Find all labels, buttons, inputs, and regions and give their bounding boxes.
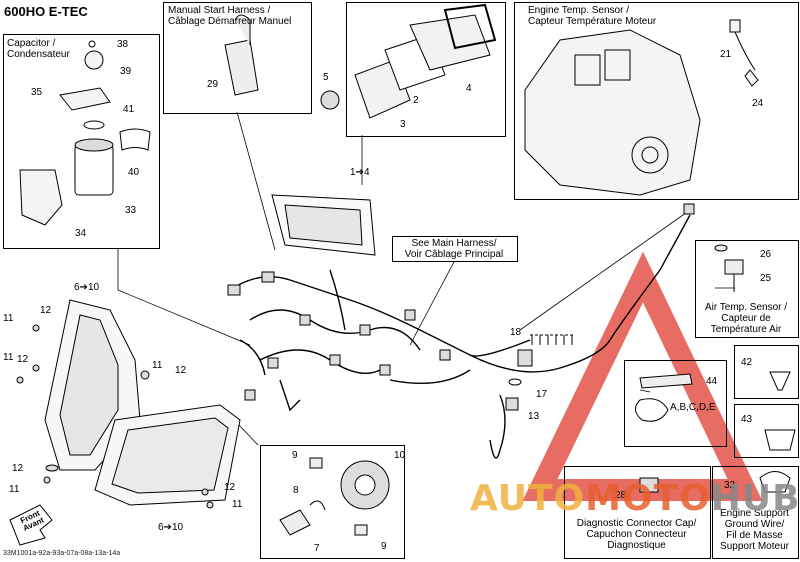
part-5: 5: [323, 72, 329, 83]
leader-lines: [117, 111, 735, 446]
instrument-cluster: [271, 194, 376, 256]
front-arrow: [9, 504, 53, 546]
grease-tube: [635, 373, 693, 422]
part-9-b: 9: [381, 541, 387, 552]
part-9-a: 9: [292, 450, 298, 461]
part-4: 4: [466, 83, 472, 94]
part-33: 33: [125, 205, 137, 216]
part-42: 42: [741, 357, 753, 368]
model-title: 600HO E-TEC: [4, 4, 88, 19]
air-temp-sensor: [714, 244, 744, 292]
engine-temp-label: Engine Temp. Sensor / Capteur Températur…: [528, 5, 657, 27]
part-7: 7: [314, 543, 320, 554]
part-25: 25: [760, 273, 772, 284]
see-main-box: [392, 236, 518, 262]
watermark-moto: MOTO: [585, 478, 711, 519]
diag-cap-box: [564, 466, 711, 559]
part-21: 21: [720, 49, 732, 60]
part-11-e: 11: [232, 499, 243, 510]
reference-code: 33M1001a-92a-93a-07a-08a-13a-14a: [3, 550, 121, 557]
part-11-a: 11: [3, 313, 14, 324]
part-11-c: 11: [152, 360, 163, 371]
part-43: 43: [741, 414, 753, 425]
watermark-hub: HUB: [710, 478, 800, 519]
diag-cap-part: [639, 477, 659, 493]
part-41: 41: [123, 104, 135, 115]
manual-start-box: [163, 2, 312, 114]
part-40: 40: [128, 167, 140, 178]
part-3: 3: [400, 119, 406, 130]
headlight-housing: [44, 299, 241, 506]
main-harness: [229, 214, 691, 459]
engine-support-label: Engine Support Ground Wire/ Fil de Masse…: [720, 508, 789, 552]
air-temp-box: [695, 240, 799, 338]
clip42-box: [734, 345, 799, 399]
see-main-label: See Main Harness/ Voir Câblage Principal: [404, 238, 504, 260]
clip43-box: [734, 404, 799, 458]
part-1-4: 1➔4: [350, 167, 370, 178]
gauge-cluster-parts: [320, 3, 497, 119]
gauge-box: [346, 2, 506, 137]
bulb-assembly: [279, 457, 390, 536]
part-38: 38: [117, 39, 129, 50]
manual-start-connector: [224, 14, 259, 96]
part-abcde: A,B,C,D,E: [670, 402, 716, 413]
fasteners: [16, 324, 214, 509]
engine-temp-box: [514, 2, 799, 200]
part-32: 32: [724, 480, 736, 491]
diagnostic-items: [505, 334, 575, 411]
part-29: 29: [207, 79, 219, 90]
part-12-d: 12: [12, 463, 24, 474]
part-18: 18: [510, 327, 522, 338]
diag-cap-label: Diagnostic Connector Cap/ Capuchon Conne…: [576, 518, 697, 551]
part-12-a: 12: [40, 305, 52, 316]
clip-parts: [759, 371, 796, 493]
part-17: 17: [536, 389, 548, 400]
part-13: 13: [528, 411, 540, 422]
harness-connectors: [227, 203, 695, 401]
part-10: 10: [394, 450, 406, 461]
engine-block: [524, 19, 759, 196]
part-12-e: 12: [224, 482, 236, 493]
part-6-10-top: 6➔10: [74, 282, 100, 293]
watermark-text: AUTOMOTOHUB: [470, 478, 800, 519]
part-12-c: 12: [175, 365, 187, 376]
part-6-10-bottom: 6➔10: [158, 522, 184, 533]
grease-box: [624, 360, 727, 447]
part-35: 35: [31, 87, 43, 98]
part-34: 34: [75, 228, 87, 239]
part-11-d: 11: [9, 484, 20, 495]
part-44: 44: [706, 376, 718, 387]
watermark-auto: AUTO: [470, 478, 586, 519]
part-28: 28: [615, 490, 627, 501]
part-2: 2: [413, 95, 419, 106]
part-12-b: 12: [17, 354, 29, 365]
bulb-box: [260, 445, 405, 559]
capacitor-label: Capacitor / Condensateur: [7, 38, 70, 60]
capacitor-box: [3, 34, 160, 249]
part-26: 26: [760, 249, 772, 260]
part-39: 39: [120, 66, 132, 77]
engine-support-box: [712, 466, 799, 559]
part-8: 8: [293, 485, 299, 496]
capacitor-assembly: [19, 40, 151, 226]
air-temp-label: Air Temp. Sensor / Capteur de Températur…: [704, 302, 788, 335]
part-11-b: 11: [3, 352, 14, 363]
part-24: 24: [752, 98, 764, 109]
manual-start-label: Manual Start Harness / Câblage Démarreur…: [168, 5, 292, 27]
